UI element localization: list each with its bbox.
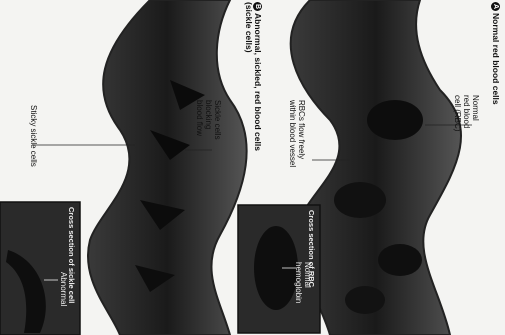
vessel-b <box>88 0 247 335</box>
label-sickle-blocking: Sickle cells blocking blood flow <box>195 100 222 140</box>
label-normal-hemoglobin: Normal hemoglobin <box>294 262 312 303</box>
panel-a-letter: A <box>491 2 500 11</box>
panel-b-title: BAbnormal, sickled, red blood cells (sic… <box>244 2 262 151</box>
panel-b-title-text: Abnormal, sickled, red blood cells (sick… <box>244 2 263 151</box>
inset-b-title: Cross section of sickle cell <box>67 207 76 303</box>
label-normal-rbc: Normal red blood cell (RBC) <box>453 95 480 131</box>
panel-a-title-text: Normal red blood cells <box>491 13 501 105</box>
label-sticky-sickle: Sticky sickle cells <box>29 105 38 167</box>
panel-a-title: A Normal red blood cells <box>491 2 500 105</box>
label-abnormal: Abnormal <box>59 272 68 306</box>
panel-b-letter: B <box>253 2 262 11</box>
label-rbc-flow: RBCs flow freely within blood vessel <box>288 100 306 167</box>
